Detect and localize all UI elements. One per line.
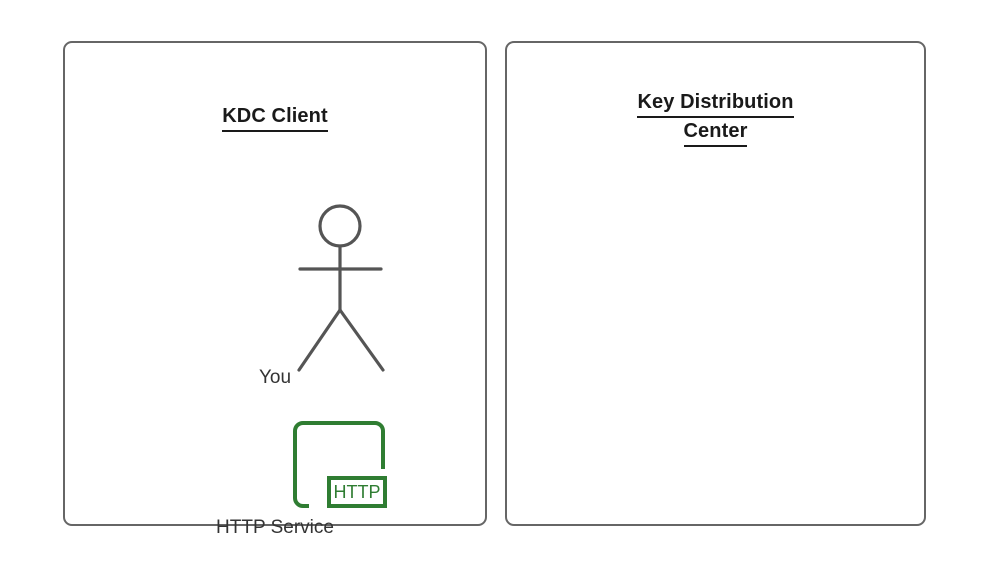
panel-kdc-title-line2: Center bbox=[683, 118, 748, 147]
panel-kdc-client-title-line1: KDC Client bbox=[222, 103, 328, 132]
panel-kdc-client-title: KDC Client bbox=[65, 103, 485, 132]
stick-figure-icon bbox=[272, 198, 408, 378]
panel-kdc-title: Key Distribution Center bbox=[507, 89, 924, 147]
http-badge-text: HTTP bbox=[334, 482, 381, 502]
http-service-label: HTTP Service bbox=[216, 517, 334, 538]
panel-kdc-title-line1: Key Distribution bbox=[637, 89, 794, 118]
http-service-icon: HTTP bbox=[293, 421, 389, 513]
stick-figure-label: You bbox=[258, 367, 292, 388]
panel-key-distribution-center: Key Distribution Center Authentication S… bbox=[505, 41, 926, 526]
panel-kdc-client: KDC Client You HTTP bbox=[63, 41, 487, 538]
